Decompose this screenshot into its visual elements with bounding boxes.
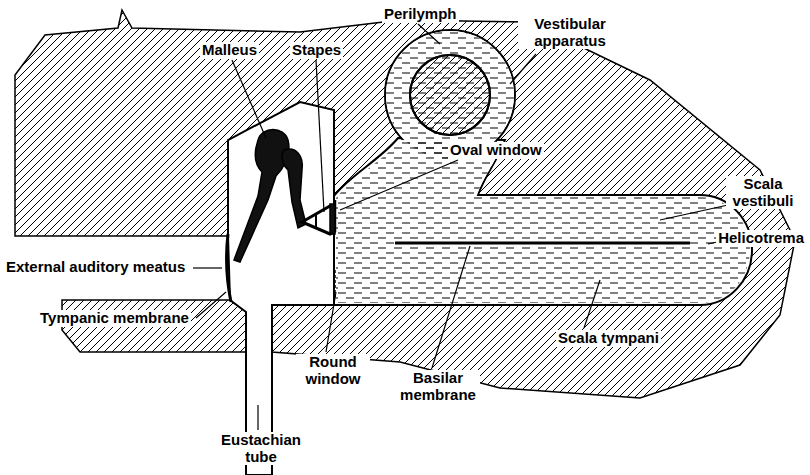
part-label: Tympanic membrane: [38, 310, 191, 327]
cavity-outline: [228, 30, 752, 475]
part-label: Vestibular apparatus: [518, 16, 622, 49]
part-label: Eustachian tube: [214, 432, 308, 465]
part-label: Basilar membrane: [396, 370, 480, 403]
leader-lines: [193, 24, 728, 430]
part-label: Perilymph: [382, 6, 459, 23]
vestibular-core-outline: [410, 55, 490, 135]
part-label: Oval window: [448, 142, 544, 159]
part-label: Malleus: [200, 42, 259, 59]
part-label: Round window: [296, 354, 370, 387]
part-label: External auditory meatus: [4, 259, 187, 276]
ossicles: [234, 130, 335, 263]
vestibular-core: [410, 55, 490, 135]
tympanic-membrane: [227, 234, 231, 302]
part-label: Scala tympani: [556, 330, 661, 347]
part-label: Stapes: [290, 42, 343, 59]
part-label: Helicotrema: [716, 230, 806, 247]
perilymph-fluid: [336, 31, 750, 303]
part-label: Scala vestibuli: [726, 176, 800, 209]
basilar-membrane: [395, 242, 690, 245]
temporal-bone: [15, 10, 795, 398]
